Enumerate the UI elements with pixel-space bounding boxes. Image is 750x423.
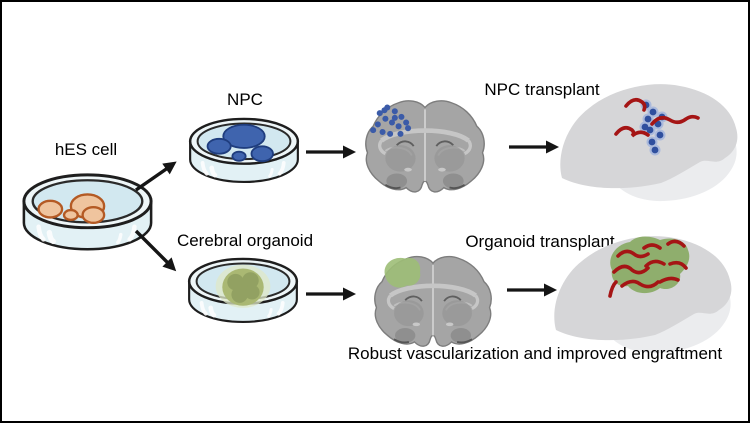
npc-label: NPC (227, 90, 263, 109)
cerebral-organoid-label: Cerebral organoid (176, 231, 314, 250)
arrow-up-right-icon (135, 161, 177, 192)
npc-dish (186, 113, 302, 192)
arrow-right-icon (509, 140, 559, 154)
organoid-graft-brain-section (368, 252, 498, 354)
hes-cell-dish (19, 168, 156, 261)
blood-vessel-squiggles (608, 239, 688, 298)
arrow-down-right-icon (134, 229, 177, 272)
organoid-graft-patch (384, 257, 421, 288)
cerebral-organoid (215, 264, 271, 308)
blood-vessel-squiggles (614, 97, 700, 138)
hes-cell-label: hES cell (54, 140, 118, 159)
organoid-transplant-label: Organoid transplant (465, 232, 615, 251)
arrow-right-icon (306, 145, 356, 159)
hes-colonies (37, 193, 106, 224)
arrow-right-icon (507, 283, 557, 297)
npc-colonies (206, 123, 274, 163)
npc-graft-brain-section (359, 96, 491, 200)
caption-text: Robust vascularization and improved engr… (347, 344, 723, 363)
npc-graft-dots (370, 104, 412, 137)
organoid-transplant-brain (552, 230, 738, 356)
npc-transplant-brain (558, 78, 744, 204)
npc-transplant-label: NPC transplant (484, 80, 600, 99)
organoid-dish (185, 253, 301, 332)
arrow-right-icon (306, 287, 356, 301)
